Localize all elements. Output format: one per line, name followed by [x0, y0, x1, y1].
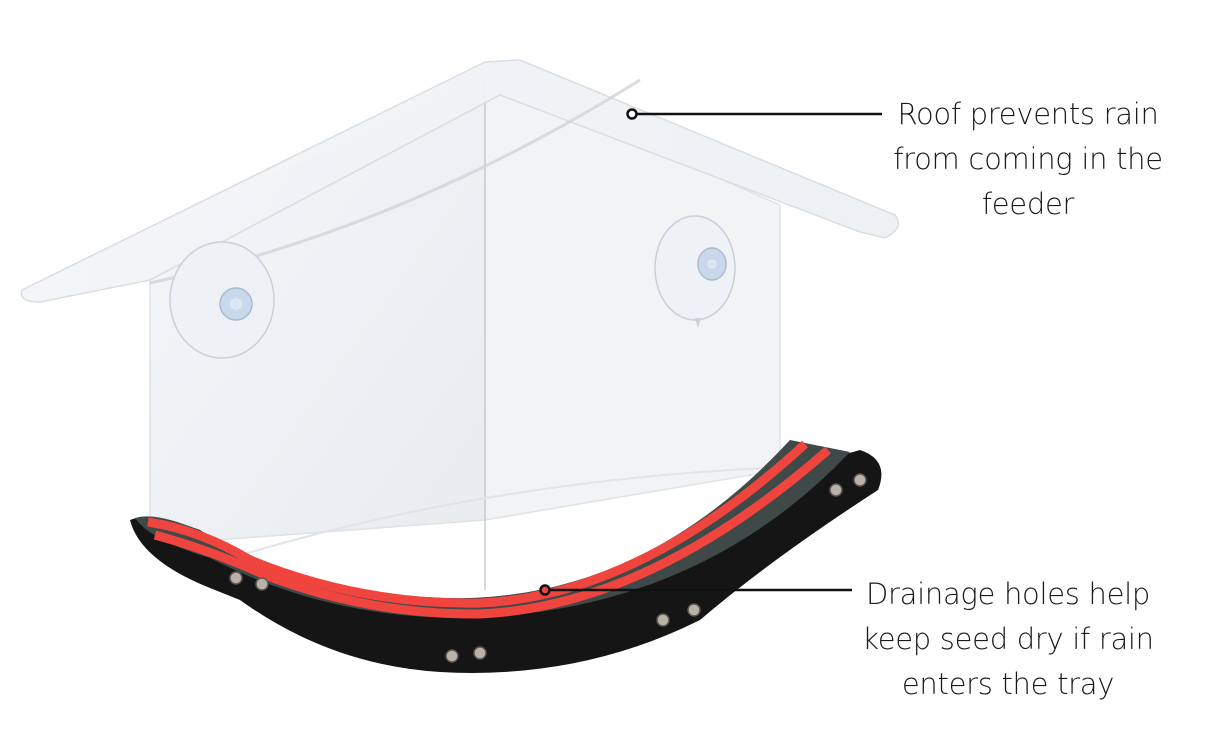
suction-cup-left [169, 241, 275, 359]
callout-drainage-leader [539, 584, 852, 596]
drainage-callout-text: Drainage holes help keep seed dry if rai… [862, 577, 1154, 701]
callout-roof-leader [626, 108, 882, 120]
feeder-body [149, 73, 781, 590]
striped-tray [130, 440, 882, 673]
suction-cup-right [654, 215, 736, 328]
screw-heads [229, 473, 867, 663]
roof-callout-text: Roof prevents rain from coming in the fe… [893, 97, 1163, 221]
